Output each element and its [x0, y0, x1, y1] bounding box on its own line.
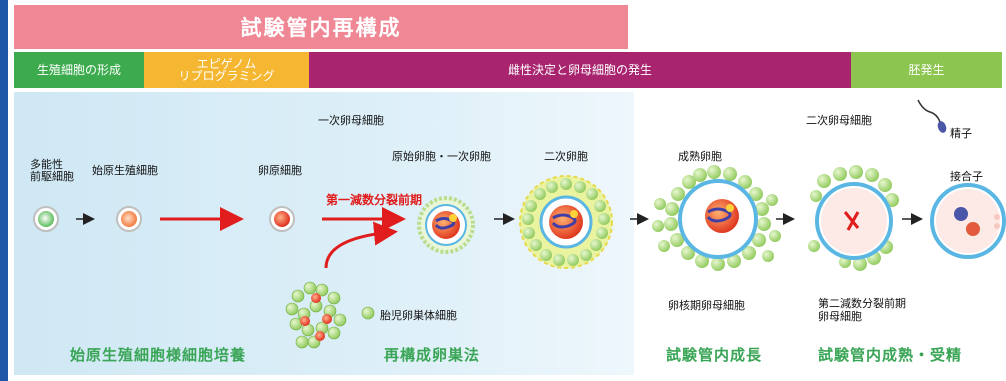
oogonia-cell [269, 206, 295, 232]
pluripotent-cell [33, 206, 59, 232]
primary-follicle [417, 196, 475, 254]
label-meiosis1: 第一減数分裂前期 [326, 193, 423, 207]
method-reconstituted-ovary: 再構成卵巣法 [384, 346, 481, 364]
method-ivg: 試験管内成長 [666, 346, 763, 364]
label-fetal-ovary-cells: 胎児卵巣体細胞 [380, 309, 457, 322]
label-gv-oocyte: 卵核期卵母細胞 [668, 299, 745, 312]
label-primary-oocyte-top: 一次卵母細胞 [318, 114, 384, 127]
mii-oocyte [808, 165, 899, 271]
stage-embryo-development: 胚発生 [851, 52, 1002, 88]
label-pluripotent: 多能性 前駆細胞 [30, 158, 74, 183]
title-banner: 試験管内再構成 [14, 5, 628, 49]
label-mature-follicle: 成熟卵胞 [678, 150, 722, 163]
label-sperm: 精子 [950, 127, 972, 140]
mature-follicle [652, 165, 781, 271]
left-accent-bar [0, 0, 8, 381]
ovary-cell-cluster [285, 281, 347, 349]
label-pgc: 始原生殖細胞 [92, 164, 158, 177]
label-primordial-follicle: 原始卵胞・一次卵胞 [392, 150, 491, 163]
zygote [930, 183, 1006, 259]
pgc-cell [116, 206, 142, 232]
label-secondary-follicle: 二次卵胞 [544, 150, 588, 163]
label-meiosis2: 第二減数分裂前期 卵母細胞 [818, 297, 906, 323]
method-pgclc-culture: 始原生殖細胞様細胞培養 [70, 346, 247, 364]
stage-sex-determination: 雌性決定と卵母細胞の発生 [309, 52, 851, 88]
label-zygote: 接合子 [950, 170, 983, 183]
secondary-follicle [519, 175, 613, 269]
sperm-icon [917, 99, 947, 133]
stage-germ-cell-formation: 生殖細胞の形成 [14, 52, 144, 88]
label-secondary-oocyte: 二次卵母細胞 [806, 114, 872, 127]
ovary-cell-legend-icon [361, 306, 375, 320]
stage-epigenome-reprogramming: エピゲノム リプログラミング [144, 52, 309, 88]
method-ivm-ivf: 試験管内成熟・受精 [818, 346, 963, 364]
label-oogonia: 卵原細胞 [258, 164, 302, 177]
arrow-ovary [324, 221, 398, 269]
